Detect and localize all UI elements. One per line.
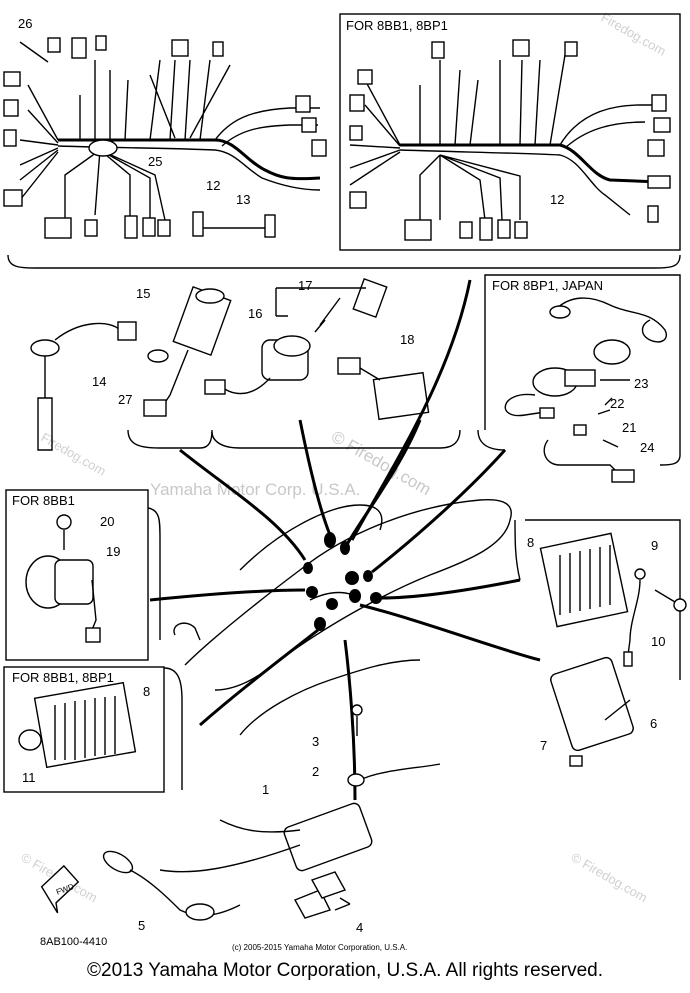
harness-variant-box: FOR 8BB1, 8BP1 (339, 13, 681, 251)
watermark-corner-4: Firedog.com (39, 430, 109, 479)
watermark-owner: Yamaha Motor Corp. U.S.A. (150, 480, 360, 499)
drawing-code: 8AB100-4410 (40, 936, 107, 948)
callout-25: 25 (148, 154, 162, 169)
rectifier-main (514, 519, 687, 680)
watermark-corner-2: © Firedog.com (569, 850, 651, 906)
starter-box-header: FOR 8BB1 (12, 493, 75, 508)
callout-3: 3 (312, 734, 319, 749)
callout-5: 5 (138, 918, 145, 933)
callout-8-alt: 8 (143, 684, 150, 699)
clamp-icon (88, 139, 118, 157)
callout-4: 4 (356, 920, 363, 935)
callout-15: 15 (136, 286, 150, 301)
callout-14: 14 (92, 374, 106, 389)
leader-lines (149, 279, 541, 801)
callout-7: 7 (540, 738, 547, 753)
copyright-small: (c) 2005-2015 Yamaha Motor Corporation, … (232, 943, 407, 952)
callout-1: 1 (262, 782, 269, 797)
callout-23: 23 (634, 376, 648, 391)
callout-16: 16 (248, 306, 262, 321)
callout-12: 12 (206, 178, 220, 193)
ignition-coil (102, 659, 441, 921)
callout-13: 13 (236, 192, 250, 207)
callout-8: 8 (527, 535, 534, 550)
middle-parts (30, 277, 461, 451)
callout-21: 21 (622, 420, 636, 435)
callout-6: 6 (650, 716, 657, 731)
callout-24: 24 (640, 440, 654, 455)
callout-19: 19 (106, 544, 120, 559)
page-footer: ©2013 Yamaha Motor Corporation, U.S.A. A… (87, 960, 603, 981)
watermark-corner-3: Firedog.com (599, 10, 669, 59)
callout-11: 11 (22, 770, 36, 785)
callout-17: 17 (298, 278, 312, 293)
japan-box-header: FOR 8BP1, JAPAN (492, 278, 603, 293)
callout-20: 20 (100, 514, 114, 529)
callout-2: 2 (312, 764, 319, 779)
rectifier-box-header: FOR 8BB1, 8BP1 (12, 670, 114, 685)
main-wire-harness (3, 35, 681, 269)
callout-18: 18 (400, 332, 414, 347)
rectifier-variant-box: FOR 8BB1, 8BP1 (3, 666, 183, 793)
callout-27: 27 (118, 392, 132, 407)
cdi-unit (550, 656, 634, 767)
callout-9: 9 (651, 538, 658, 553)
hull-outline (173, 498, 512, 691)
callout-26: 26 (18, 16, 32, 31)
japan-switch-box: FOR 8BP1, JAPAN (477, 274, 681, 483)
callout-12-variant: 12 (550, 192, 564, 207)
callout-22: 22 (610, 396, 624, 411)
starter-variant-box: FOR 8BB1 (5, 489, 161, 661)
callout-10: 10 (651, 634, 665, 649)
harness-variant-header: FOR 8BB1, 8BP1 (346, 18, 448, 33)
